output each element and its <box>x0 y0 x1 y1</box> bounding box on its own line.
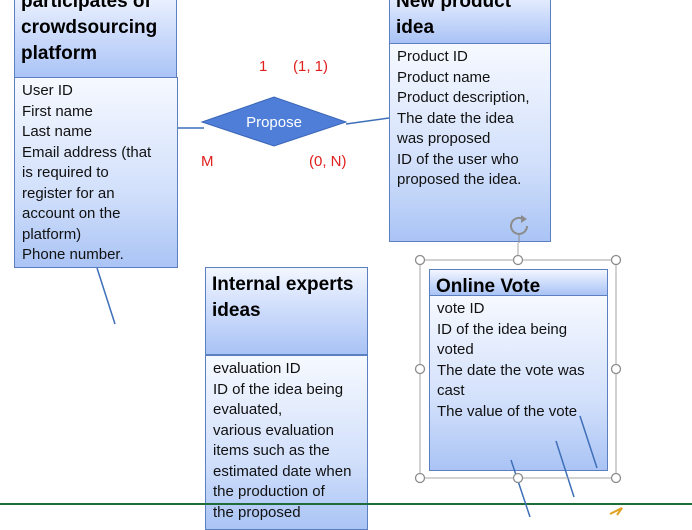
participant-entity-header[interactable]: participates of crowdsourcing platform <box>14 0 177 80</box>
propose-relationship[interactable]: Propose <box>200 96 348 147</box>
resize-handle-top-right <box>610 254 622 266</box>
rotate-handle-icon[interactable] <box>510 215 528 243</box>
selection-frame <box>419 259 617 479</box>
resize-handle-top-left <box>414 254 426 266</box>
cardinality-one-range-label: (1, 1) <box>293 58 329 75</box>
online-vote-entity-title: Online Vote <box>436 276 541 297</box>
new-product-entity-title: New product idea <box>396 0 512 38</box>
propose-diamond <box>200 96 348 147</box>
participant-entity-title: participates of crowdsourcing platform <box>21 0 158 64</box>
connector-vote-3 <box>510 459 531 517</box>
connector-propose-newproduct <box>345 117 390 125</box>
new-product-attributes[interactable]: Product ID Product name Product descript… <box>389 43 551 242</box>
cardinality-many-range-label: (0, N) <box>309 153 347 170</box>
corner-mark-icon <box>609 507 623 516</box>
internal-experts-entity-header[interactable]: Internal experts ideas <box>205 267 368 355</box>
participant-attributes[interactable]: User ID First name Last name Email addre… <box>14 77 178 268</box>
resize-handle-middle-left <box>414 363 426 375</box>
connector-vote-1 <box>579 415 598 469</box>
connector-participant-down <box>96 267 116 325</box>
internal-experts-attributes[interactable]: evaluation ID ID of the idea being evalu… <box>205 355 368 530</box>
resize-handle-top-center <box>512 254 524 266</box>
resize-handle-bottom-right <box>610 472 622 484</box>
internal-experts-entity-title: Internal experts ideas <box>212 274 354 321</box>
connector-vote-2 <box>555 440 575 498</box>
resize-handle-bottom-left <box>414 472 426 484</box>
online-vote-attributes[interactable]: vote ID ID of the idea being voted The d… <box>429 295 608 471</box>
cardinality-one-label: 1 <box>259 58 268 75</box>
slide-bottom-rule <box>0 503 692 505</box>
diagram-overlay: Propose <box>96 96 623 517</box>
propose-label: Propose <box>246 114 302 131</box>
resize-handle-middle-right <box>610 363 622 375</box>
resize-handle-bottom-center <box>512 472 524 484</box>
cardinality-many-label: M <box>201 153 214 170</box>
